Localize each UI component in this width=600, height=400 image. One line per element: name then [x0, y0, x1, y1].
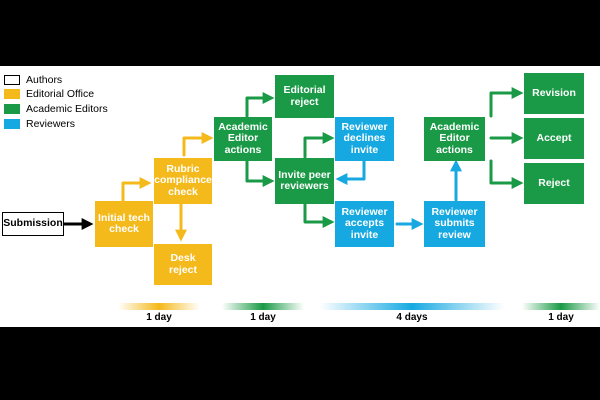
- legend-item-authors: Authors: [4, 74, 62, 86]
- legend-label: Reviewers: [26, 118, 76, 130]
- arrow-editor-to-revision: [489, 87, 524, 118]
- timeline-bar-final-decision: [522, 303, 600, 310]
- timeline-label-final-decision: 1 day: [548, 312, 574, 323]
- timeline-bar-editorial-office: [118, 303, 200, 310]
- timeline-bar-academic-editors: [222, 303, 304, 310]
- legend-swatch-authors: [4, 75, 20, 85]
- timeline-label-reviewers: 4 days: [396, 312, 428, 323]
- timeline-bar-reviewers: [320, 303, 504, 310]
- timeline-label-editorial-office: 1 day: [146, 312, 172, 323]
- node-academic-editor-actions-final: Academic Editor actions: [424, 117, 485, 161]
- legend-label: Authors: [26, 74, 63, 86]
- legend-swatch-academic-editors: [4, 104, 20, 114]
- legend-item-reviewers: Reviewers: [4, 118, 75, 130]
- arrow-declines-to-invite: [335, 159, 366, 185]
- arrow-invite-to-accepts: [303, 202, 335, 228]
- node-academic-editor-actions: Academic Editor actions: [214, 117, 272, 161]
- node-desk-reject: Desk reject: [154, 244, 212, 285]
- arrow-tech-check-to-rubric: [121, 177, 152, 202]
- arrow-rubric-to-editor-actions: [182, 132, 214, 157]
- node-invite-peer-reviewers: Invite peer reviewers: [275, 158, 334, 204]
- arrow-editor-to-invite: [245, 159, 275, 187]
- legend-item-academic-editors: Academic Editors: [4, 103, 108, 115]
- legend-swatch-reviewers: [4, 119, 20, 129]
- node-submission: Submission: [2, 212, 64, 236]
- timeline-label-academic-editors: 1 day: [250, 312, 276, 323]
- arrow-editor-to-editorial-reject: [245, 92, 275, 118]
- node-reviewer-submits-review: Reviewer submits review: [424, 201, 485, 247]
- legend-swatch-editorial-office: [4, 89, 20, 99]
- legend-label: Academic Editors: [26, 103, 108, 115]
- node-editorial-reject: Editorial reject: [275, 75, 334, 118]
- node-accept: Accept: [524, 118, 584, 159]
- node-revision: Revision: [524, 73, 584, 114]
- node-reject: Reject: [524, 163, 584, 204]
- legend-label: Editorial Office: [26, 88, 95, 100]
- arrow-editor-to-reject: [489, 159, 524, 189]
- node-rubric-compliance-check: Rubric compliance check: [154, 158, 212, 204]
- node-initial-tech-check: Initial tech check: [95, 201, 153, 247]
- arrow-invite-to-declines: [303, 132, 335, 159]
- node-reviewer-declines-invite: Reviewer declines invite: [335, 117, 394, 161]
- node-reviewer-accepts-invite: Reviewer accepts invite: [335, 201, 394, 247]
- legend-item-editorial-office: Editorial Office: [4, 88, 94, 100]
